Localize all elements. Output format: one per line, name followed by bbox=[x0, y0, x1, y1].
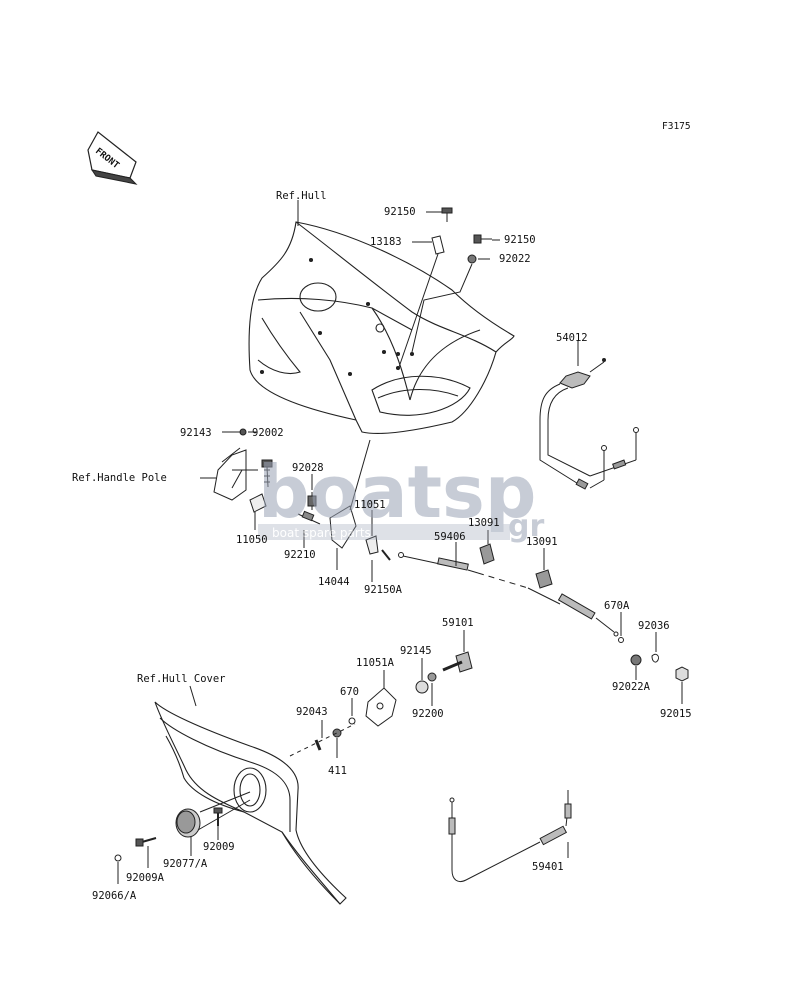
washer-411 bbox=[332, 728, 342, 738]
shaft-59101 bbox=[442, 651, 473, 673]
part-number-11050: 11050 bbox=[236, 534, 268, 546]
part-number-11051: 11051 bbox=[354, 499, 386, 511]
part-number-92150-a: 92150 bbox=[384, 206, 416, 218]
ref-handle-pole-label: Ref.Handle Pole bbox=[72, 472, 167, 484]
part-number-92002: 92002 bbox=[252, 427, 284, 439]
figure-code: F3175 bbox=[662, 121, 691, 132]
watermark-tagline: boat spare parts bbox=[272, 526, 371, 540]
washer-92200 bbox=[427, 672, 437, 682]
spring-92043 bbox=[314, 739, 322, 751]
handle-pole-bracket bbox=[213, 449, 247, 501]
bolt-92002 bbox=[261, 459, 273, 488]
clamp-13091-a bbox=[479, 543, 495, 565]
part-number-59101: 59101 bbox=[442, 617, 474, 629]
watermark-logo-suffix: gr bbox=[508, 509, 544, 544]
part-number-411: 411 bbox=[328, 765, 347, 777]
screw-92009 bbox=[213, 807, 223, 826]
cap-92066A bbox=[114, 854, 122, 862]
clip-92036 bbox=[651, 653, 659, 663]
knob-92077 bbox=[175, 791, 251, 838]
part-number-92043: 92043 bbox=[296, 706, 328, 718]
watermark-logo-text: boatsp bbox=[258, 450, 536, 534]
part-number-92009A: 92009A bbox=[126, 872, 165, 884]
cable-59406 bbox=[398, 552, 619, 637]
bolt-92150-right bbox=[473, 234, 492, 244]
clamp-13091-b bbox=[535, 569, 553, 589]
part-number-59401: 59401 bbox=[532, 861, 564, 873]
part-number-14044: 14044 bbox=[318, 576, 350, 588]
part-number-92022A: 92022A bbox=[612, 681, 651, 693]
oring-670 bbox=[348, 717, 356, 725]
ref-hull-cover-label: Ref.Hull Cover bbox=[137, 673, 226, 685]
part-number-59406: 59406 bbox=[434, 531, 466, 543]
hull-outline bbox=[248, 221, 515, 435]
bracket-11050 bbox=[249, 493, 267, 513]
cable-59401 bbox=[448, 790, 572, 883]
bolt-92210 bbox=[297, 510, 321, 525]
bolt-92028 bbox=[307, 492, 317, 510]
part-number-92077A: 92077/A bbox=[163, 858, 208, 870]
front-arrow-icon bbox=[87, 131, 138, 185]
part-number-13183: 13183 bbox=[370, 236, 402, 248]
part-number-92036: 92036 bbox=[638, 620, 670, 632]
bolt-92150-top bbox=[441, 207, 453, 222]
screw-92009A bbox=[135, 837, 157, 847]
pin-11051 bbox=[365, 535, 379, 555]
part-number-92210: 92210 bbox=[284, 549, 316, 561]
ref-hull-label: Ref.Hull bbox=[276, 190, 327, 202]
part-number-13091-a: 13091 bbox=[468, 517, 500, 529]
bracket-14044 bbox=[329, 505, 357, 549]
part-number-92028: 92028 bbox=[292, 462, 324, 474]
part-number-92150A: 92150A bbox=[364, 584, 403, 596]
part-number-92143: 92143 bbox=[180, 427, 212, 439]
part-number-92022: 92022 bbox=[499, 253, 531, 265]
washer-92022A bbox=[630, 654, 642, 666]
part-number-92009: 92009 bbox=[203, 841, 235, 853]
part-number-54012: 54012 bbox=[556, 332, 588, 344]
bracket-13183 bbox=[431, 235, 445, 255]
oring-670A bbox=[618, 637, 624, 643]
collar-92145 bbox=[415, 680, 429, 694]
part-number-92150-b: 92150 bbox=[504, 234, 536, 246]
nut-92015 bbox=[675, 666, 689, 682]
part-number-670: 670 bbox=[340, 686, 359, 698]
watermark-logo: boatsp gr boat spare parts bbox=[258, 450, 544, 544]
part-number-11051A: 11051A bbox=[356, 657, 395, 669]
part-number-13091-b: 13091 bbox=[526, 536, 558, 548]
plate-11051A bbox=[365, 687, 397, 727]
part-number-92145: 92145 bbox=[400, 645, 432, 657]
part-number-92200: 92200 bbox=[412, 708, 444, 720]
hull-cover-outline bbox=[154, 701, 347, 905]
part-number-670A: 670A bbox=[604, 600, 630, 612]
washer-92022 bbox=[467, 254, 477, 264]
part-number-92015: 92015 bbox=[660, 708, 692, 720]
cable-54012 bbox=[539, 343, 639, 490]
pin-92150A bbox=[381, 549, 391, 561]
part-number-92066A: 92066/A bbox=[92, 890, 137, 902]
